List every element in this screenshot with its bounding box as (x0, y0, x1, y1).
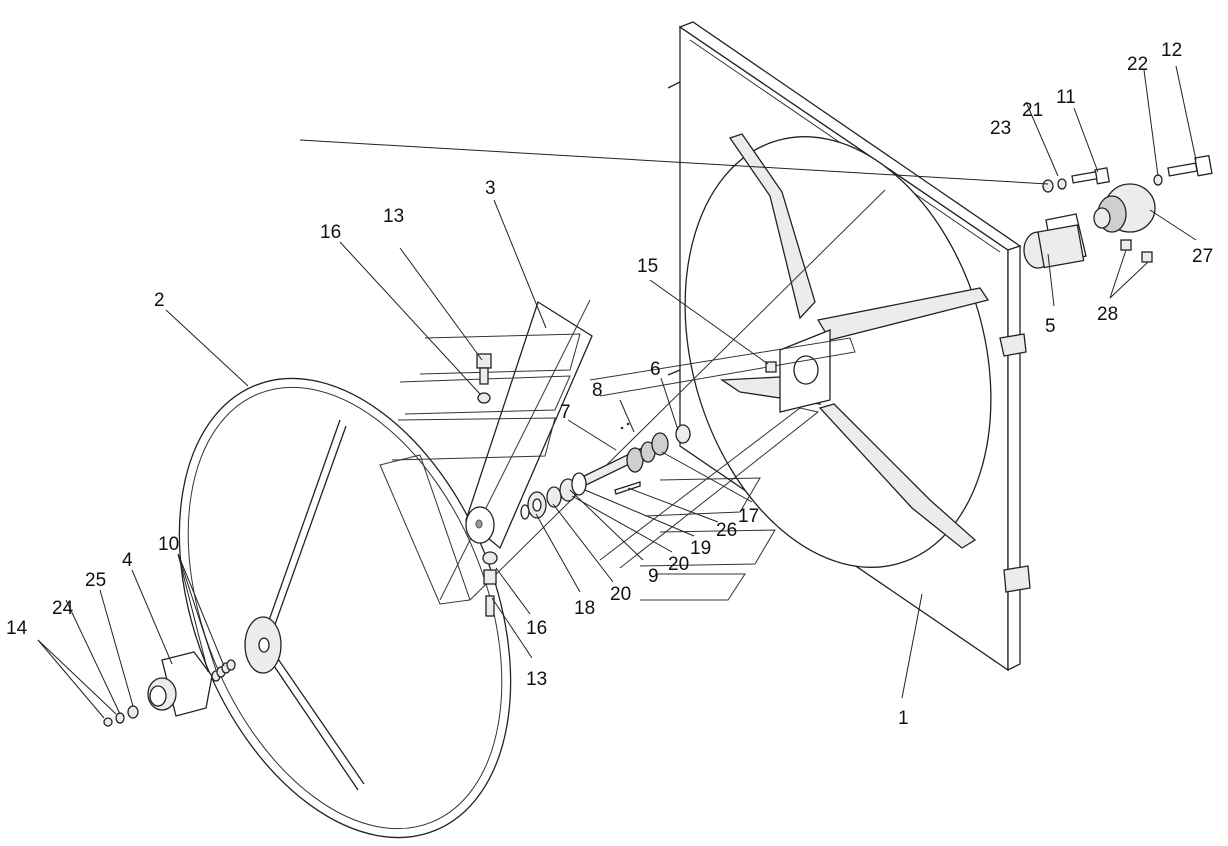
callout-20b: 20 (668, 554, 689, 575)
callout-9: 9 (648, 566, 659, 587)
blade-bolts (476, 353, 498, 617)
callout-25: 25 (85, 570, 106, 591)
callout-20a: 20 (610, 584, 631, 605)
callout-21: 21 (1022, 100, 1043, 121)
shroud-panel (667, 21, 1031, 672)
callout-15: 15 (637, 256, 658, 277)
callout-18: 18 (574, 598, 595, 619)
callout-13b: 13 (526, 669, 547, 690)
callout-2: 2 (154, 290, 165, 311)
callout-27: 27 (1192, 246, 1213, 267)
callout-14: 14 (6, 618, 28, 639)
callout-12: 12 (1161, 40, 1182, 61)
callout-4: 4 (122, 550, 133, 571)
callout-16b: 16 (526, 618, 547, 639)
callout-7: 7 (560, 402, 571, 423)
shaft-assembly (520, 361, 777, 520)
callout-6: 6 (650, 359, 661, 380)
callout-19: 19 (690, 538, 711, 559)
callout-22: 22 (1127, 54, 1148, 75)
callout-10: 10 (158, 534, 179, 555)
leader-lines (37, 65, 1197, 719)
callout-17: 17 (738, 506, 759, 527)
left-hub (103, 651, 236, 727)
callout-16a: 16 (320, 222, 341, 243)
callout-11: 11 (1056, 87, 1076, 108)
callout-24: 24 (52, 598, 74, 619)
callout-1: 1 (898, 708, 909, 729)
callout-13a: 13 (383, 206, 404, 227)
callouts: 1 2 3 4 5 6 7 8 9 10 11 12 13 13 14 15 1… (6, 40, 1213, 729)
callout-26: 26 (716, 520, 737, 541)
callout-5: 5 (1045, 316, 1056, 337)
callout-8: 8 (592, 380, 603, 401)
callout-28: 28 (1097, 304, 1118, 325)
callout-3: 3 (485, 178, 496, 199)
hydraulic-motor (1023, 154, 1213, 269)
fan-ring (178, 377, 512, 839)
callout-23: 23 (990, 118, 1011, 139)
